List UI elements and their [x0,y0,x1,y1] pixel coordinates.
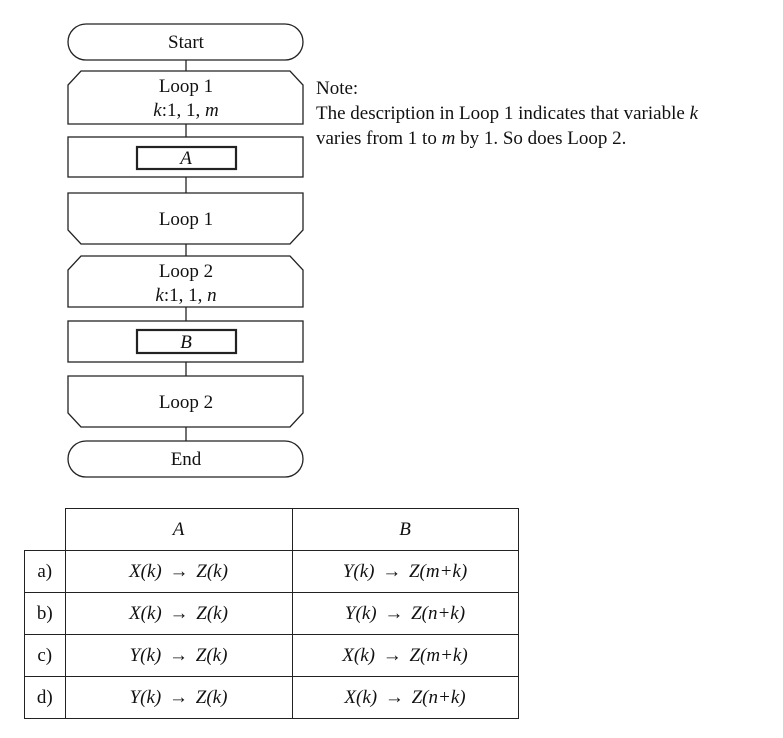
table-row: c) Y(k) → Z(k) X(k) → Z(m+k) [24,634,519,677]
loop2-start-title: Loop 2 [159,261,213,282]
process-b-inner-box [135,328,238,355]
cell-a: X(k) → Z(k) [64,592,293,635]
table-row: d) Y(k) → Z(k) X(k) → Z(n+k) [24,676,519,719]
loop1-start-range: k:1, 1, m [153,100,218,121]
start-terminal [67,23,304,61]
cell-b: Y(k) → Z(m+k) [291,550,519,593]
process-b-box [67,320,304,363]
cell-b: X(k) → Z(m+k) [291,634,519,677]
answer-table: A B a) X(k) → Z(k) Y(k) → Z(m+k) b) X(k)… [24,508,519,719]
loop2-end-box [67,375,304,428]
loop1-end-label: Loop 1 [159,209,213,230]
process-a-label: A [178,148,192,169]
row-label: b) [24,592,66,635]
cell-a: Y(k) → Z(k) [64,676,293,719]
row-label: d) [24,676,66,719]
loop2-start-box [67,255,304,308]
start-label: Start [168,32,205,53]
loop2-start-range: k:1, 1, n [155,285,216,306]
header-blank [24,508,66,551]
table-row: a) X(k) → Z(k) Y(k) → Z(m+k) [24,550,519,593]
header-a: A [64,508,293,551]
note-heading: Note: [316,78,359,99]
note-body: The description in Loop 1 indicates that… [316,103,698,149]
note: Note: The description in Loop 1 indicate… [316,76,776,151]
cell-a: Y(k) → Z(k) [64,634,293,677]
process-b-label: B [180,332,192,353]
table-header-row: A B [24,508,519,551]
loop1-start-title: Loop 1 [159,76,213,97]
table-row: b) X(k) → Z(k) Y(k) → Z(n+k) [24,592,519,635]
flowchart: Start Loop 1 k:1, 1, m A Loop 1 Loop 2 k… [67,23,304,478]
cell-b: X(k) → Z(n+k) [291,676,519,719]
end-terminal [67,440,304,478]
process-a-box [67,136,304,178]
loop1-end-box [67,192,304,245]
row-label: a) [24,550,66,593]
end-label: End [171,449,202,470]
cell-b: Y(k) → Z(n+k) [291,592,519,635]
header-b: B [291,508,519,551]
loop2-end-label: Loop 2 [159,392,213,413]
row-label: c) [24,634,66,677]
cell-a: X(k) → Z(k) [64,550,293,593]
process-a-inner-box [135,145,238,171]
loop1-start-box [67,70,304,125]
